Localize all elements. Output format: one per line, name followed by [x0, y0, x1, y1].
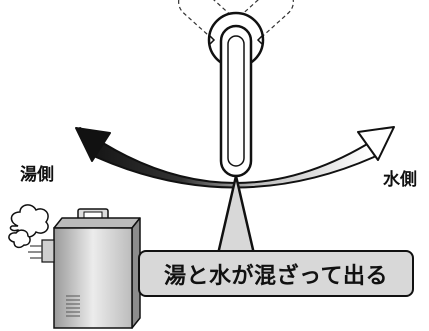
caption-text: 湯と水が混ざって出る — [164, 263, 388, 289]
faucet-lever-icon — [207, 11, 265, 178]
cold-arrow-head-icon — [357, 126, 395, 161]
hot-arrow-head-icon — [75, 127, 111, 162]
cold-side-label: 水側 — [383, 170, 417, 190]
water-heater-icon — [28, 208, 141, 329]
hot-side-label: 湯側 — [20, 165, 54, 185]
caption-callout: 湯と水が混ざって出る — [138, 250, 414, 297]
steam-icon — [8, 204, 49, 249]
